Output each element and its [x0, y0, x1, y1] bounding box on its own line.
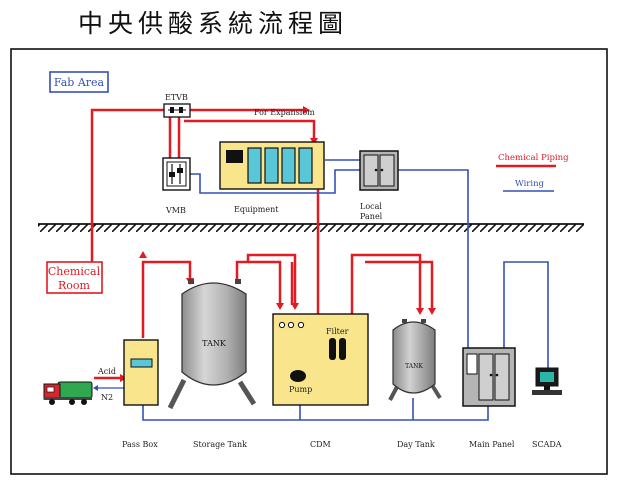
- n2-label: N2: [101, 393, 113, 402]
- filter-label: Filter: [326, 327, 349, 336]
- day-tank-inner-label: TANK: [405, 363, 423, 370]
- vmb-cabinet: [162, 157, 191, 191]
- legend: Chemical Piping Wiring: [496, 153, 569, 192]
- scada-label: SCADA: [532, 440, 562, 449]
- chemical-room-label: Chemical Room: [46, 261, 103, 294]
- page-title: 中央供酸系統流程圖: [78, 9, 349, 38]
- storage-tank-inner-label: TANK: [202, 339, 227, 348]
- storage-tank-label: Storage Tank: [193, 440, 247, 449]
- legend-chemical-piping-label: Chemical Piping: [498, 153, 569, 163]
- acid-label: Acid: [97, 367, 116, 376]
- floor-separator: [38, 223, 584, 232]
- day-tank: [388, 319, 442, 401]
- pass-box: [123, 339, 159, 406]
- scada-computer-icon: [532, 367, 562, 395]
- equipment-label: Equipment: [234, 205, 279, 214]
- main-panel: [462, 347, 516, 407]
- fab-area-label: Fab Area: [49, 71, 109, 93]
- for-expansion-label: For Expansiom: [254, 108, 315, 117]
- vmb-label: VMB: [165, 206, 186, 215]
- cdm-unit: [272, 313, 369, 406]
- legend-wiring-label: Wiring: [515, 179, 545, 189]
- wiring: [142, 159, 549, 421]
- local-panel: [359, 150, 399, 191]
- svg-text:Chemical: Chemical: [48, 265, 101, 278]
- etvb-box: [163, 103, 191, 118]
- local-panel-label-line2: Panel: [360, 212, 383, 221]
- local-panel-label-line1: Local: [360, 202, 382, 211]
- diagram-frame: [10, 48, 608, 475]
- truck-icon: [43, 381, 93, 405]
- pass-box-label: Pass Box: [122, 440, 158, 449]
- acid-n2-inlet: [93, 374, 127, 391]
- etvb-label: ETVB: [165, 93, 188, 102]
- storage-tank: [167, 279, 257, 410]
- svg-text:Fab Area: Fab Area: [54, 76, 105, 89]
- pump-label: Pump: [289, 385, 312, 394]
- main-panel-label: Main Panel: [469, 440, 515, 449]
- svg-text:Room: Room: [58, 279, 91, 292]
- equipment-unit: [219, 141, 325, 190]
- day-tank-label: Day Tank: [397, 440, 435, 449]
- cdm-label: CDM: [310, 440, 331, 449]
